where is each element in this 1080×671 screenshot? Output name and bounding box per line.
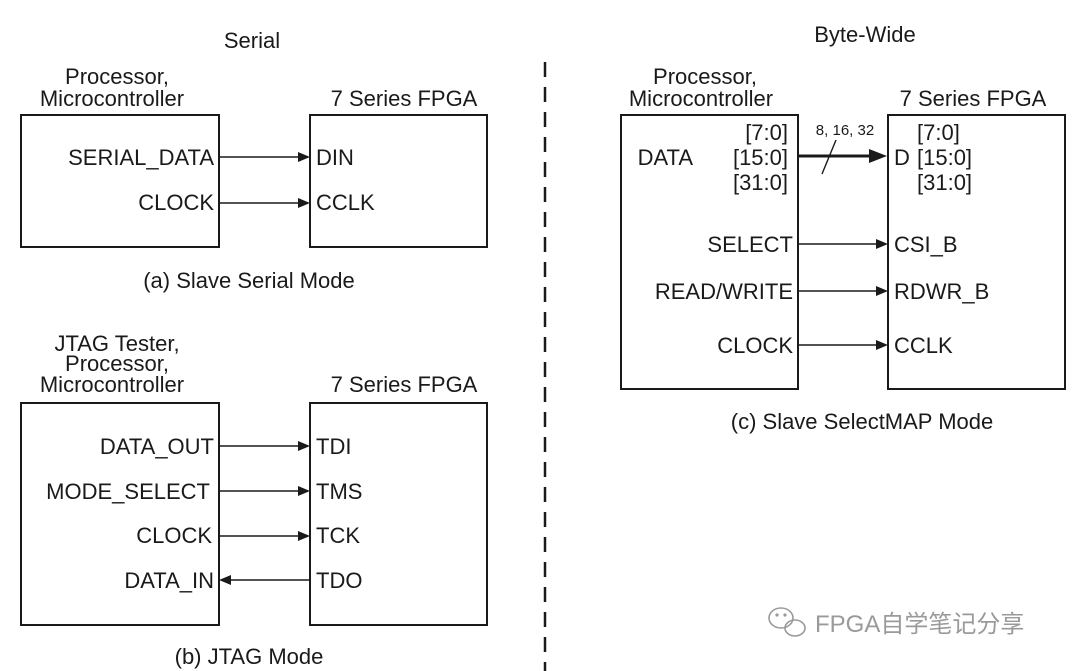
fpga-box	[887, 114, 1066, 390]
pin-clock: CLOCK	[136, 523, 212, 548]
data-width-16: [15:0]	[733, 145, 788, 170]
pin-tms: TMS	[316, 479, 362, 504]
pin-cclk: CCLK	[894, 333, 953, 358]
arrowhead	[876, 340, 888, 350]
arrowhead	[298, 152, 310, 162]
fpga-label: 7 Series FPGA	[331, 86, 478, 111]
pin-data-in: DATA_IN	[124, 568, 214, 593]
pin-mode-select: MODE_SELECT	[46, 479, 210, 504]
wechat-icon	[768, 607, 806, 637]
pin-serial-data: SERIAL_DATA	[68, 145, 214, 170]
fpga-box	[309, 114, 488, 248]
host-label-line-2: Microcontroller	[629, 86, 773, 111]
pin-data: DATA	[638, 145, 694, 170]
pin-clock: CLOCK	[138, 190, 214, 215]
fpga-box	[309, 402, 488, 626]
arrowhead	[876, 239, 888, 249]
watermark: FPGA自学笔记分享	[768, 607, 1024, 638]
data-width-8: [7:0]	[745, 120, 788, 145]
host-label-line-3: Microcontroller	[40, 372, 184, 397]
panel-slave-selectmap: Processor, Microcontroller 7 Series FPGA…	[620, 64, 1066, 434]
bus-width-note: 8, 16, 32	[816, 122, 874, 139]
pin-clock: CLOCK	[717, 333, 793, 358]
arrowhead	[298, 486, 310, 496]
fpga-label: 7 Series FPGA	[331, 372, 478, 397]
arrowhead	[298, 441, 310, 451]
arrowhead	[876, 286, 888, 296]
host-label-line-2: Microcontroller	[40, 86, 184, 111]
host-label-line-2: Processor,	[65, 351, 169, 376]
pin-read-write: READ/WRITE	[655, 279, 793, 304]
data-width-32: [31:0]	[733, 170, 788, 195]
heading-byte-wide: Byte-Wide	[814, 22, 915, 47]
arrowhead	[219, 575, 231, 585]
fpga-label: 7 Series FPGA	[900, 86, 1047, 111]
host-label-line-1: JTAG Tester,	[54, 331, 179, 356]
arrowhead	[298, 198, 310, 208]
panel-slave-serial: Processor, Microcontroller 7 Series FPGA…	[20, 64, 488, 293]
heading-serial: Serial	[224, 28, 280, 53]
fpga-data-width-8: [7:0]	[917, 120, 960, 145]
host-label-line-1: Processor,	[65, 64, 169, 89]
pin-cclk: CCLK	[316, 190, 375, 215]
caption-jtag: (b) JTAG Mode	[175, 644, 324, 669]
caption-slave-selectmap: (c) Slave SelectMAP Mode	[731, 409, 993, 434]
fpga-data-width-16: [15:0]	[917, 145, 972, 170]
pin-din: DIN	[316, 145, 354, 170]
watermark-text: FPGA自学笔记分享	[815, 611, 1024, 638]
fpga-data-width-32: [31:0]	[917, 170, 972, 195]
panel-jtag: JTAG Tester, Processor, Microcontroller …	[20, 331, 488, 669]
pin-d: D	[894, 145, 910, 170]
host-label-line-1: Processor,	[653, 64, 757, 89]
pin-tdi: TDI	[316, 434, 351, 459]
arrowhead	[869, 149, 887, 163]
pin-rdwr-b: RDWR_B	[894, 279, 989, 304]
arrowhead	[298, 531, 310, 541]
host-box	[620, 114, 799, 390]
caption-slave-serial: (a) Slave Serial Mode	[143, 268, 355, 293]
pin-data-out: DATA_OUT	[100, 434, 214, 459]
pin-tdo: TDO	[316, 568, 362, 593]
pin-tck: TCK	[316, 523, 360, 548]
pin-select: SELECT	[707, 232, 793, 257]
host-box	[20, 114, 220, 248]
host-box	[20, 402, 220, 626]
pin-csi-b: CSI_B	[894, 232, 958, 257]
bus-slash	[821, 139, 837, 175]
